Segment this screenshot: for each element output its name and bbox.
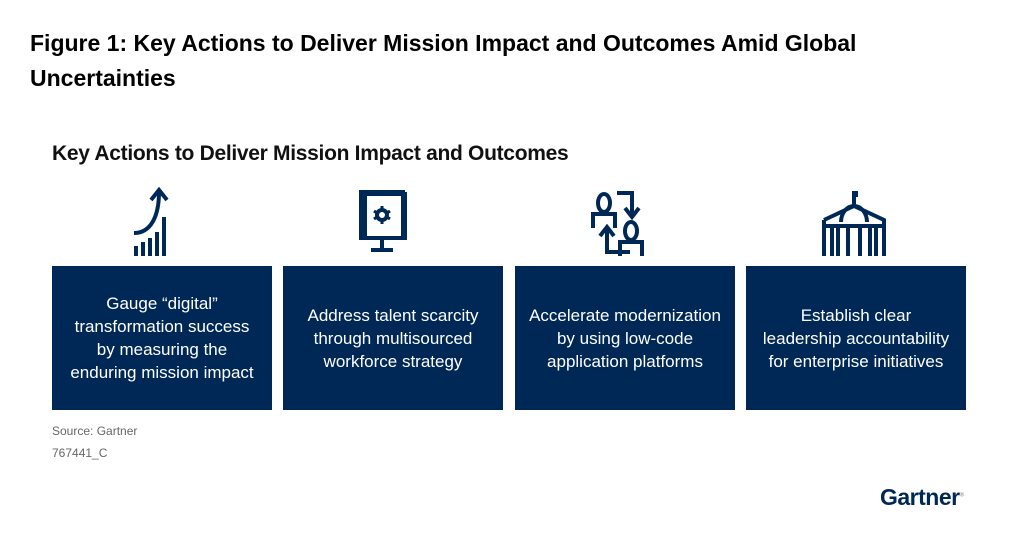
figure-title: Figure 1: Key Actions to Deliver Mission… [30, 30, 857, 91]
action-card: Establish clear leadership accountabilit… [746, 266, 966, 410]
card-text: Establish clear leadership accountabilit… [762, 305, 950, 371]
diagram-subtitle: Key Actions to Deliver Mission Impact an… [52, 142, 569, 165]
figure-id: 767441_C [52, 446, 108, 460]
people-exchange-icon [591, 191, 644, 256]
action-card: Gauge “digital” transformation success b… [52, 266, 272, 410]
monitor-gear-icon [359, 190, 407, 252]
card-text: Address talent scarcity through multisou… [307, 305, 479, 371]
growth-chart-icon [133, 186, 169, 256]
card-text: Gauge “digital” transformation success b… [70, 294, 254, 382]
logo-text: Gartner [880, 484, 960, 510]
gartner-logo: Gartner® [880, 484, 964, 510]
card-text: Accelerate modernization by using low-co… [529, 305, 721, 371]
capitol-building-icon [822, 191, 886, 256]
action-card: Accelerate modernization by using low-co… [515, 266, 735, 410]
source-note: Source: Gartner [52, 424, 138, 438]
action-card: Address talent scarcity through multisou… [283, 266, 503, 410]
